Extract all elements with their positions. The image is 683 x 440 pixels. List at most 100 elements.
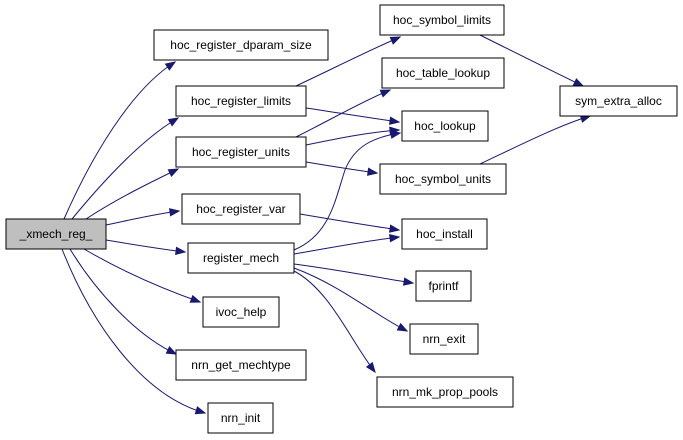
node-register-mech[interactable]: register_mech — [187, 242, 295, 274]
edge-line — [305, 107, 400, 123]
node-xmech-reg[interactable]: _xmech_reg_ — [5, 218, 107, 250]
arrowhead — [389, 116, 401, 125]
arrowhead — [365, 361, 376, 374]
arrowhead — [388, 224, 401, 233]
edge-xmech_reg-to-nrn_get_mechtype — [69, 248, 178, 355]
edge-hoc_register_units-to-hoc_symbol_units — [305, 161, 379, 176]
node-label: hoc_symbol_units — [395, 172, 491, 186]
node-sym-extra-alloc[interactable]: sym_extra_alloc — [559, 85, 678, 117]
node-box — [202, 296, 280, 328]
node-box — [415, 270, 472, 302]
edge-register_mech-to-nrn_mk_prop_pools — [293, 270, 376, 374]
node-box — [379, 4, 505, 36]
arrowhead — [189, 294, 202, 303]
edge-xmech_reg-to-hoc_register_units — [85, 168, 180, 220]
node-hoc-register-units[interactable]: hoc_register_units — [175, 136, 307, 168]
node-hoc-install[interactable]: hoc_install — [401, 218, 488, 250]
node-nrn-exit[interactable]: nrn_exit — [409, 323, 479, 355]
arrowhead — [175, 246, 187, 256]
node-label: hoc_register_units — [192, 145, 290, 159]
arrowhead — [165, 346, 178, 355]
arrowhead — [379, 89, 392, 98]
node-box — [175, 136, 307, 168]
arrowhead — [367, 167, 379, 176]
node-box — [559, 85, 678, 117]
edge-line — [293, 236, 400, 255]
node-hoc-symbol-limits[interactable]: hoc_symbol_limits — [379, 4, 505, 36]
edge-line — [293, 132, 401, 251]
node-box — [175, 85, 307, 117]
edge-line — [293, 263, 414, 284]
node-label: register_mech — [203, 251, 279, 265]
edge-line — [293, 267, 408, 332]
edges-layer — [61, 34, 592, 415]
node-label: hoc_install — [416, 227, 473, 241]
edge-line — [71, 117, 179, 220]
arrowhead — [389, 233, 401, 243]
node-box — [207, 402, 274, 434]
node-nrn-init[interactable]: nrn_init — [207, 402, 274, 434]
node-label: ivoc_help — [216, 305, 267, 319]
node-label: hoc_symbol_limits — [393, 13, 491, 27]
node-label: nrn_exit — [423, 332, 466, 346]
edge-line — [63, 61, 176, 220]
edge-register_mech-to-hoc_lookup — [293, 130, 402, 251]
node-label: fprintf — [428, 279, 459, 293]
edge-line — [299, 213, 400, 231]
node-hoc-register-limits[interactable]: hoc_register_limits — [175, 85, 307, 117]
arrowhead — [169, 208, 181, 217]
arrowhead — [389, 130, 402, 139]
edge-hoc_register_limits-to-hoc_lookup — [305, 107, 401, 125]
node-hoc-symbol-units[interactable]: hoc_symbol_units — [379, 163, 507, 195]
node-hoc-table-lookup[interactable]: hoc_table_lookup — [381, 57, 505, 89]
arrowhead — [194, 406, 207, 415]
edge-xmech_reg-to-hoc_register_dparam — [63, 61, 177, 220]
edge-line — [105, 239, 186, 253]
node-box — [381, 57, 505, 89]
edge-xmech_reg-to-nrn_init — [61, 248, 207, 415]
edge-line — [61, 248, 206, 414]
node-label: sym_extra_alloc — [575, 94, 662, 108]
node-box — [181, 193, 301, 225]
edge-line — [83, 248, 201, 303]
node-box — [401, 218, 488, 250]
edge-hoc_register_limits-to-hoc_symbol_limits — [295, 36, 402, 87]
arrowhead — [396, 322, 409, 332]
node-label: hoc_register_dparam_size — [170, 38, 312, 52]
node-box — [409, 323, 479, 355]
edge-line — [479, 115, 591, 165]
node-box — [153, 29, 329, 61]
node-label: nrn_get_mechtype — [191, 358, 291, 372]
edge-line — [85, 168, 179, 220]
edge-register_mech-to-nrn_exit — [293, 267, 409, 332]
edge-xmech_reg-to-hoc_register_limits — [71, 117, 180, 220]
nodes-layer: _xmech_reg_ hoc_register_dparam_size hoc_r… — [5, 4, 678, 434]
arrowhead — [572, 78, 585, 87]
node-label: _xmech_reg_ — [19, 227, 93, 241]
node-fprintf[interactable]: fprintf — [415, 270, 472, 302]
node-hoc-lookup[interactable]: hoc_lookup — [401, 110, 489, 142]
edge-line — [305, 129, 400, 146]
node-box — [401, 110, 489, 142]
node-hoc-register-dparam[interactable]: hoc_register_dparam_size — [153, 29, 329, 61]
edge-line — [69, 248, 177, 355]
node-label: hoc_table_lookup — [396, 66, 490, 80]
arrowhead — [389, 36, 402, 45]
edge-xmech_reg-to-register_mech — [105, 239, 187, 256]
edge-hoc_register_units-to-hoc_table_lookup — [295, 89, 392, 138]
node-nrn-get-mechtype[interactable]: nrn_get_mechtype — [175, 349, 307, 381]
edge-hoc_register_var-to-hoc_install — [299, 213, 401, 233]
node-label: nrn_mk_prop_pools — [392, 385, 498, 399]
node-ivoc-help[interactable]: ivoc_help — [202, 296, 280, 328]
edge-xmech_reg-to-ivoc_help — [83, 248, 202, 303]
arrowhead — [167, 168, 180, 177]
edge-line — [295, 36, 401, 87]
node-box — [5, 218, 107, 250]
edge-line — [293, 270, 376, 373]
edge-register_mech-to-hoc_install — [293, 233, 401, 255]
node-label: hoc_register_limits — [191, 94, 291, 108]
node-label: hoc_register_var — [196, 202, 285, 216]
node-nrn-mk-prop-pools[interactable]: nrn_mk_prop_pools — [376, 376, 514, 408]
node-hoc-register-var[interactable]: hoc_register_var — [181, 193, 301, 225]
node-box — [379, 163, 507, 195]
